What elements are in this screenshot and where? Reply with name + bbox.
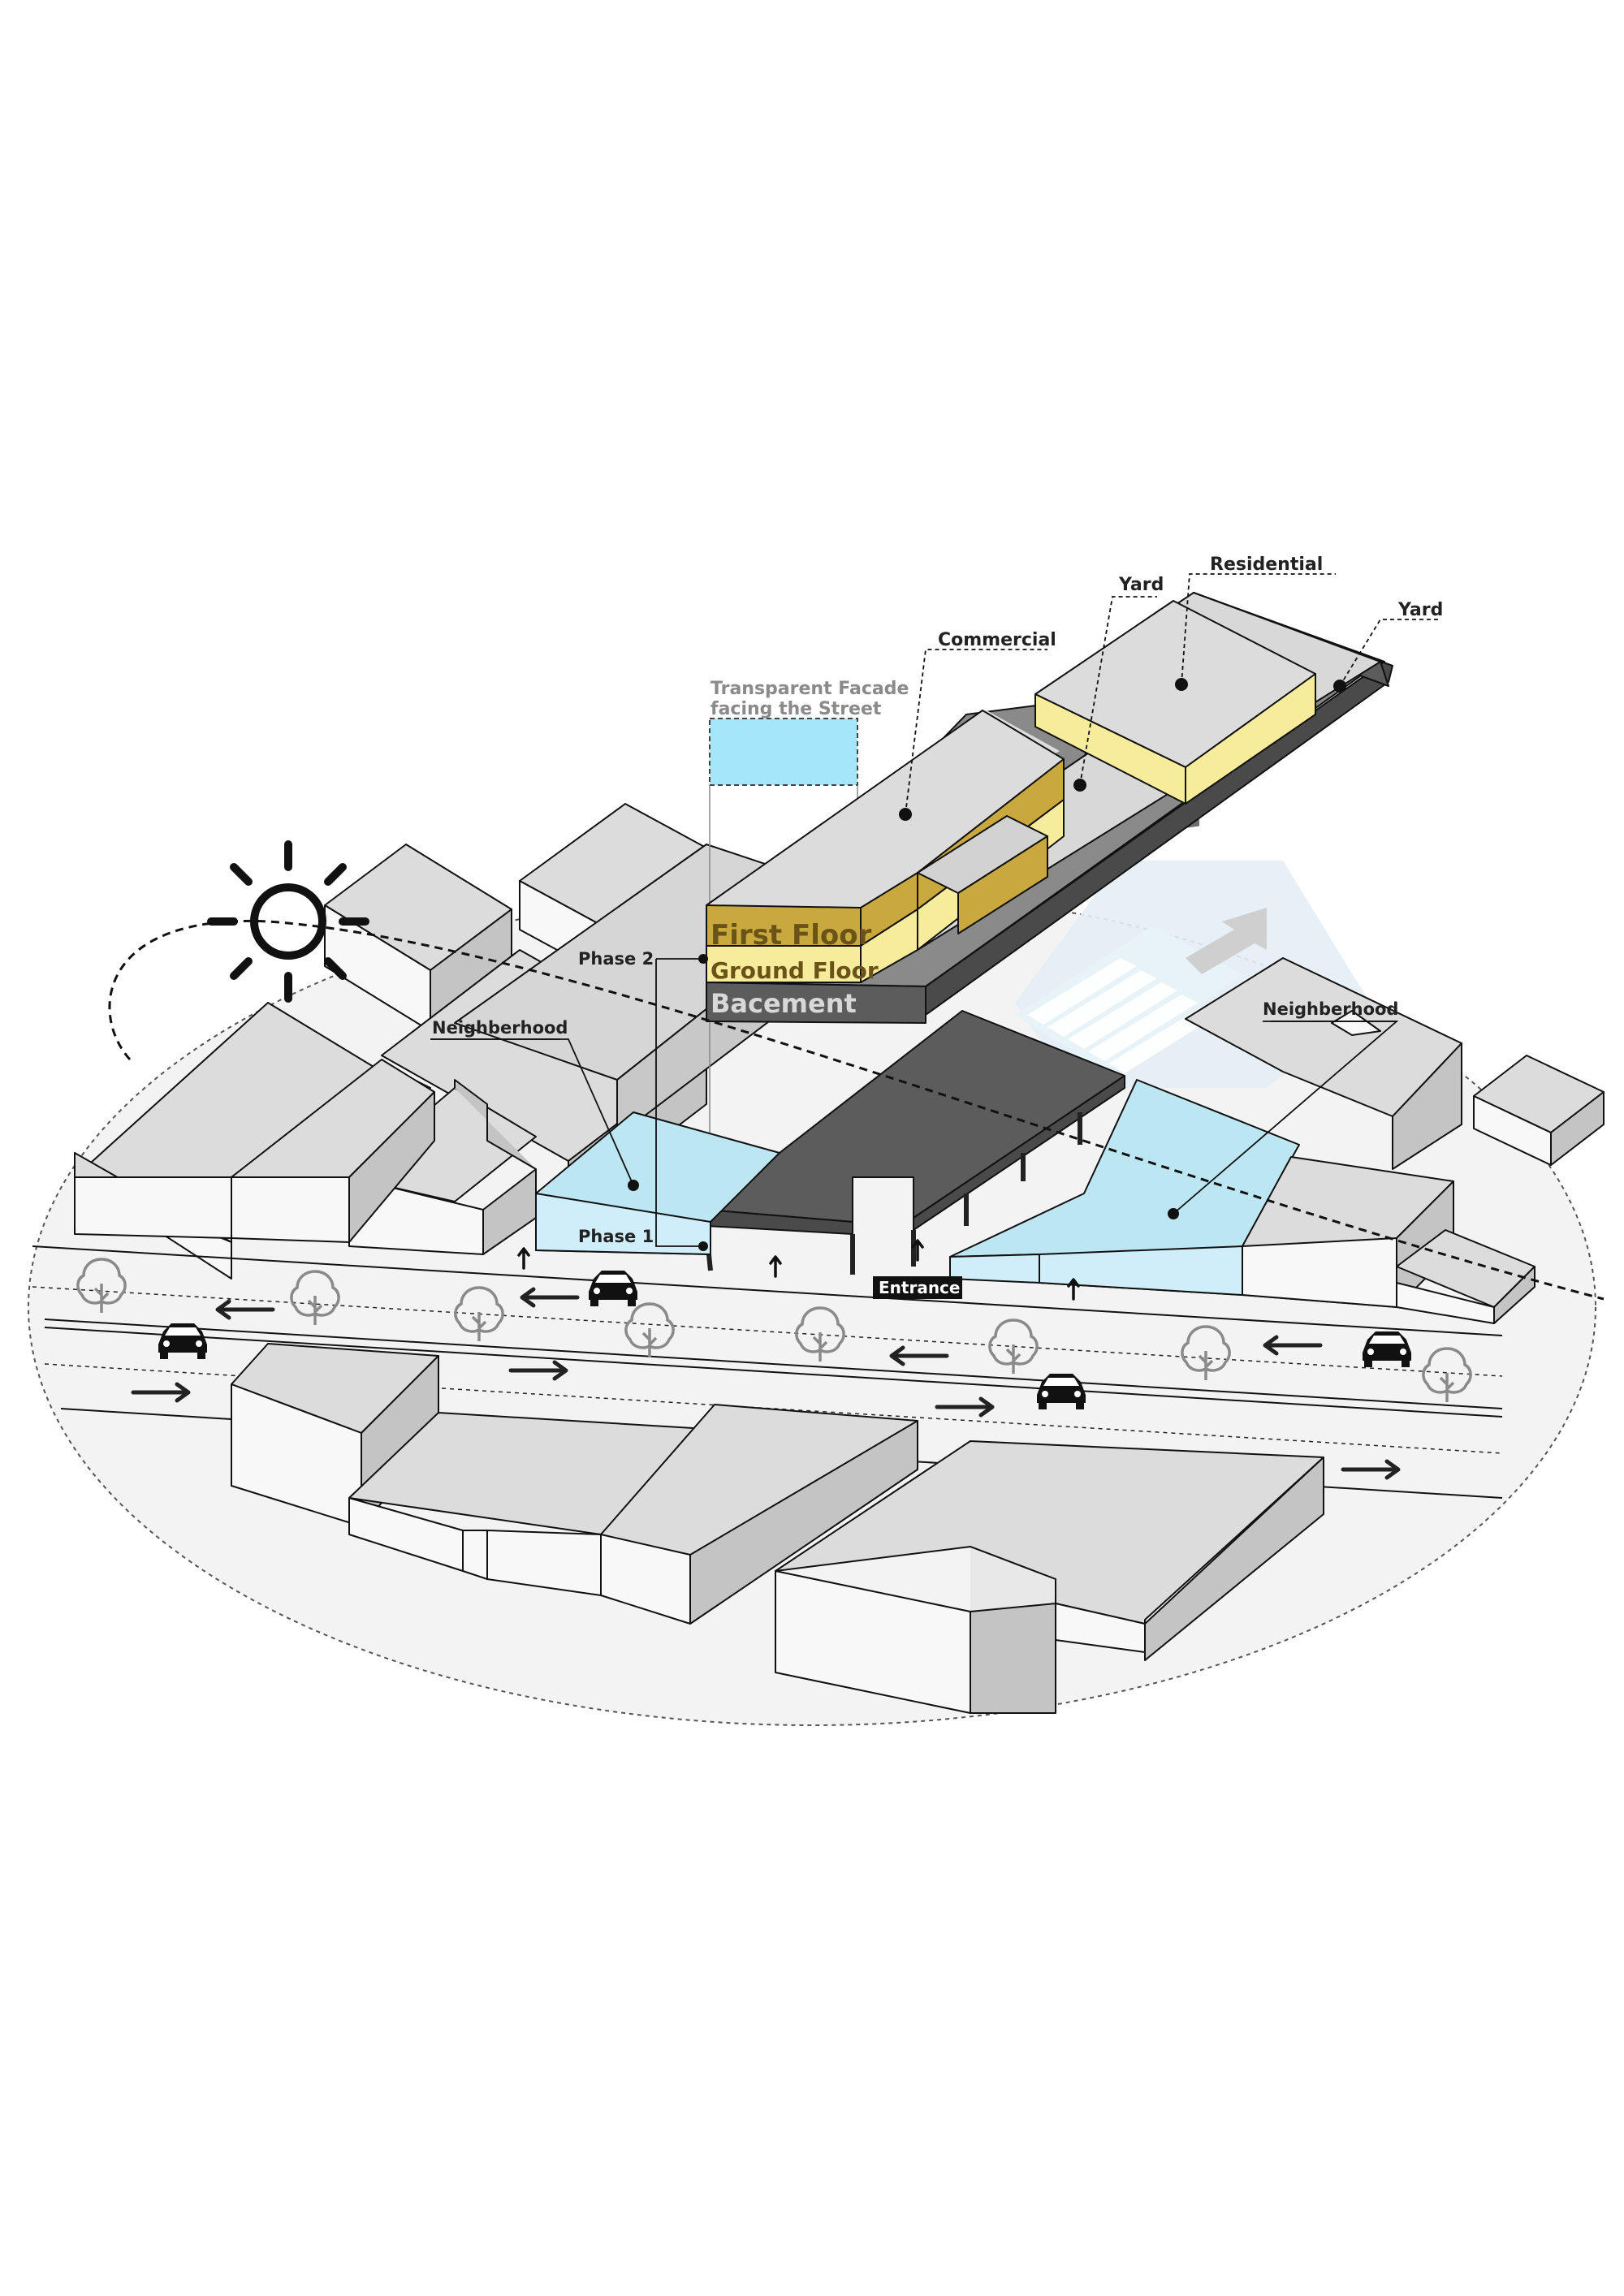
commercial-label: Commercial [938, 630, 1056, 650]
basement-label: Bacement [710, 988, 857, 1019]
leader-dots [628, 678, 1346, 1251]
yard-label-right: Yard [1397, 600, 1443, 620]
ground-floor-label: Ground Floor [710, 957, 879, 984]
project-building [704, 592, 1393, 1275]
neighborhood-label-right: Neighberhood [1263, 999, 1398, 1019]
phase-2-label: Phase 2 [578, 949, 654, 969]
neighborhood-label-left: Neighberhood [432, 1018, 568, 1038]
sun-path [108, 919, 1605, 1301]
neighbor-buildings-right [1185, 957, 1605, 1324]
neighbor-buildings-front [231, 1343, 1324, 1714]
yard-label-left: Yard [1118, 575, 1164, 595]
phase-1-label: Phase 1 [578, 1227, 654, 1246]
entrance-tag [873, 1276, 962, 1299]
residential-label: Residential [1210, 555, 1323, 575]
first-floor-label: First Floor [710, 919, 872, 952]
neighbor-buildings-left [74, 1002, 537, 1280]
transparent-facade-label-line1: Transparent Facade [710, 679, 909, 699]
transparent-facade-label-line2: facing the Street [710, 699, 882, 719]
entrance-label: Entrance [879, 1278, 960, 1297]
transparent-facade-swatch [709, 718, 858, 786]
neighborhood-zones [535, 1079, 1300, 1296]
